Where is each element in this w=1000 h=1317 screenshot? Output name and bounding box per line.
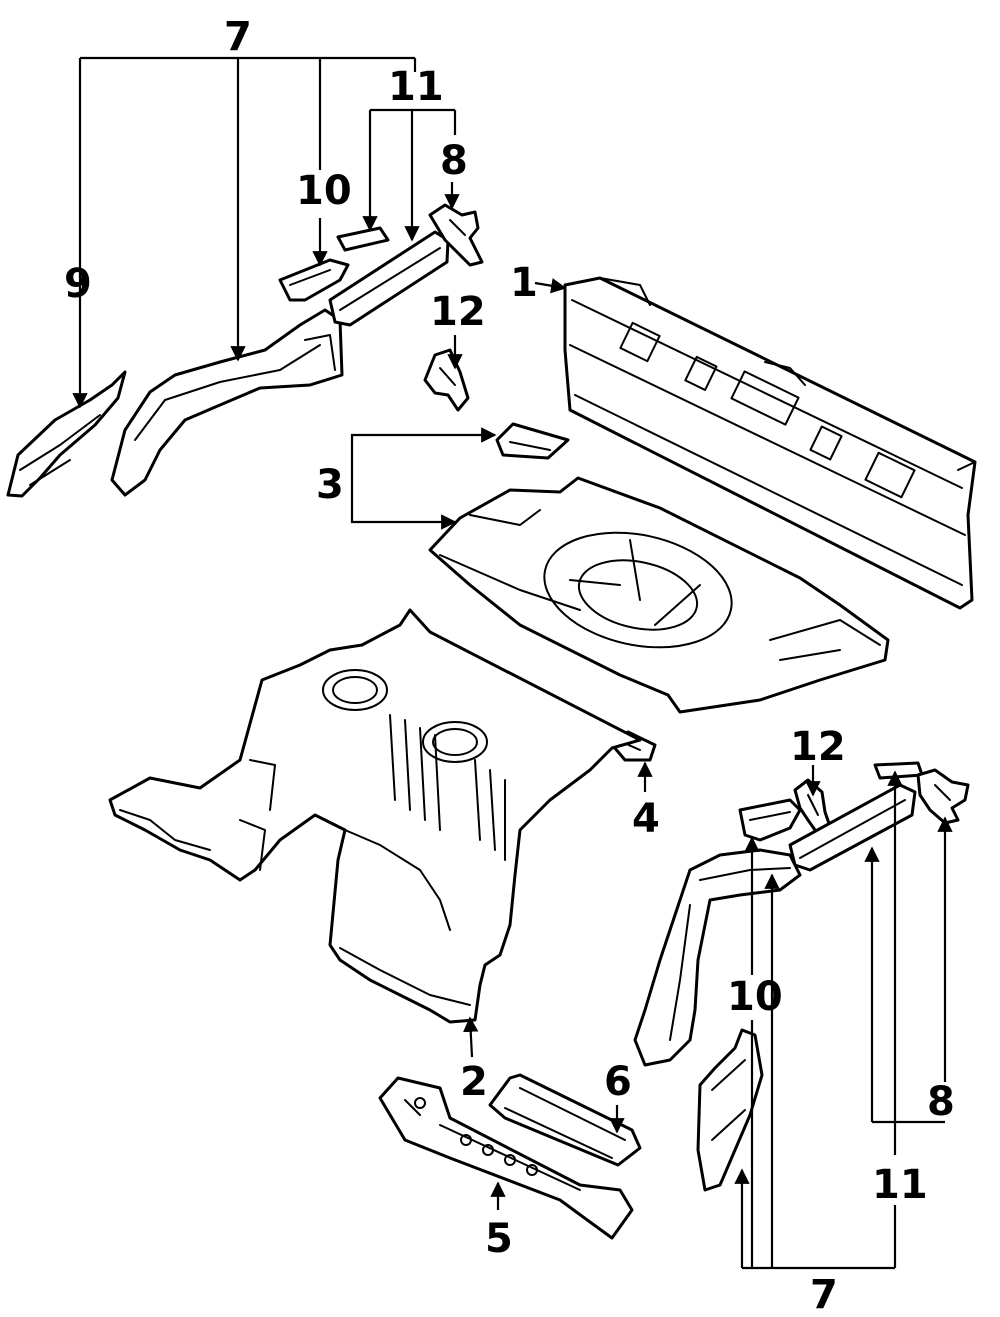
callout-4: 4 — [632, 796, 660, 842]
rear-body-panel — [563, 276, 977, 610]
callout-labels: 1 2 3 4 5 6 7 7 8 8 9 10 10 11 11 12 12 — [64, 14, 955, 1317]
callout-2: 2 — [460, 1059, 488, 1105]
left-rear-frame-rail — [110, 308, 344, 497]
callout-1: 1 — [510, 260, 538, 306]
seat-support — [488, 1073, 642, 1167]
right-mounting-bracket — [916, 768, 970, 825]
small-bracket — [495, 422, 570, 460]
left-rail-extension-beam — [328, 230, 450, 327]
right-rail-extension — [696, 1028, 764, 1192]
left-rail-extension — [6, 370, 127, 498]
callout-10-bottom: 10 — [727, 974, 783, 1020]
callout-8-top: 8 — [440, 138, 468, 184]
leader-lines — [72, 56, 953, 1270]
right-rear-frame-rail — [633, 848, 802, 1067]
left-rail-plate — [336, 226, 390, 252]
callout-3: 3 — [316, 462, 344, 508]
callout-12-top: 12 — [430, 289, 486, 335]
callout-9: 9 — [64, 261, 92, 307]
main-floor-pan — [108, 608, 642, 1024]
callout-7-top: 7 — [224, 14, 252, 60]
right-rail-bracket — [738, 798, 802, 842]
floor-crossmember — [378, 1076, 634, 1240]
trunk-floor-pan — [428, 476, 890, 714]
left-hanger — [423, 348, 470, 412]
callout-12-bottom: 12 — [790, 724, 846, 770]
callout-8-bottom: 8 — [927, 1079, 955, 1125]
callout-5: 5 — [485, 1216, 513, 1262]
callout-6: 6 — [604, 1059, 632, 1105]
callout-10-top: 10 — [296, 168, 352, 214]
right-rail-plate — [873, 761, 924, 780]
callout-11-bottom: 11 — [872, 1162, 928, 1208]
callout-11-top: 11 — [388, 64, 444, 110]
left-rail-bracket — [278, 258, 350, 302]
left-mounting-bracket — [428, 203, 484, 267]
callout-7-bottom: 7 — [810, 1272, 838, 1317]
